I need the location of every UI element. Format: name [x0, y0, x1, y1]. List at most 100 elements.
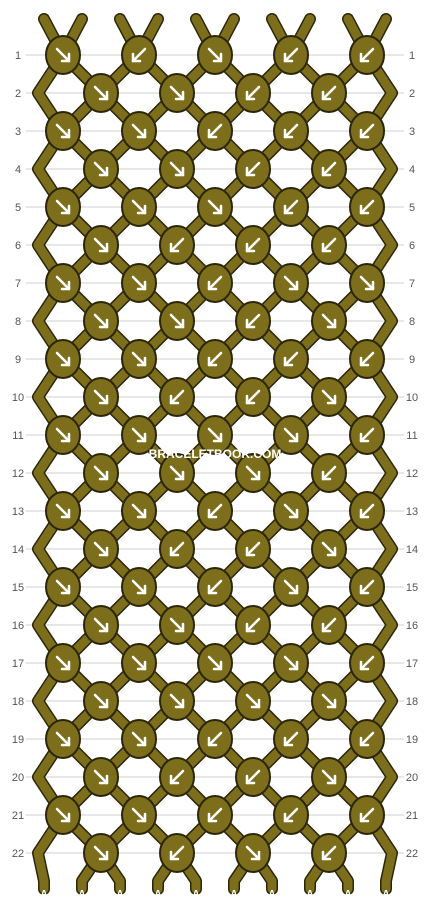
row-number-right: 14 — [406, 544, 418, 556]
row-number-left: 18 — [12, 696, 24, 708]
arrow-sw-icon — [207, 807, 223, 823]
arrow-se-icon — [283, 427, 299, 443]
arrow-se-icon — [169, 617, 185, 633]
arrow-se-icon — [131, 275, 147, 291]
arrow-se-icon — [207, 655, 223, 671]
arrow-se-icon — [207, 199, 223, 215]
arrow-se-icon — [207, 427, 223, 443]
row-number-left: 5 — [15, 202, 21, 214]
row-number-left: 19 — [12, 734, 24, 746]
arrow-se-icon — [283, 655, 299, 671]
arrow-sw-icon — [169, 237, 185, 253]
string-letter-top: A — [40, 5, 47, 16]
arrow-se-icon — [169, 85, 185, 101]
arrow-sw-icon — [359, 351, 375, 367]
arrow-sw-icon — [245, 313, 261, 329]
arrow-sw-icon — [169, 845, 185, 861]
string-letter-bottom: A — [116, 889, 123, 900]
arrow-se-icon — [321, 541, 337, 557]
row-number-right: 17 — [406, 658, 418, 670]
row-number-left: 9 — [15, 354, 21, 366]
arrow-se-icon — [131, 123, 147, 139]
string-letter-bottom: A — [40, 889, 47, 900]
arrow-se-icon — [283, 275, 299, 291]
row-number-left: 13 — [12, 506, 24, 518]
arrow-sw-icon — [169, 769, 185, 785]
arrow-sw-icon — [245, 617, 261, 633]
arrow-se-icon — [321, 693, 337, 709]
arrow-se-icon — [131, 199, 147, 215]
arrow-se-icon — [93, 465, 109, 481]
arrow-se-icon — [93, 389, 109, 405]
string-letter-top: A — [192, 5, 199, 16]
arrow-sw-icon — [283, 807, 299, 823]
row-number-left: 21 — [12, 810, 24, 822]
string-letter-top: A — [116, 5, 123, 16]
arrow-se-icon — [93, 845, 109, 861]
string-letter-bottom: A — [306, 889, 313, 900]
arrow-se-icon — [207, 47, 223, 63]
string-letter-top: A — [154, 5, 161, 16]
row-number-right: 5 — [409, 202, 415, 214]
arrow-sw-icon — [283, 47, 299, 63]
arrow-se-icon — [169, 313, 185, 329]
arrow-sw-icon — [283, 199, 299, 215]
row-number-left: 3 — [15, 126, 21, 138]
watermark: BRACELETBOOK.COM — [149, 447, 282, 461]
arrow-sw-icon — [169, 541, 185, 557]
arrow-se-icon — [131, 503, 147, 519]
row-number-left: 14 — [12, 544, 24, 556]
arrow-se-icon — [169, 161, 185, 177]
arrow-se-icon — [55, 351, 71, 367]
row-number-right: 9 — [409, 354, 415, 366]
arrow-sw-icon — [207, 123, 223, 139]
string-letter-top: A — [230, 5, 237, 16]
arrow-se-icon — [93, 313, 109, 329]
row-number-left: 2 — [15, 88, 21, 100]
arrow-sw-icon — [283, 123, 299, 139]
arrow-se-icon — [55, 731, 71, 747]
row-number-left: 15 — [12, 582, 24, 594]
arrow-sw-icon — [283, 351, 299, 367]
row-number-left: 8 — [15, 316, 21, 328]
arrow-se-icon — [55, 427, 71, 443]
arrow-sw-icon — [359, 655, 375, 671]
arrow-se-icon — [169, 465, 185, 481]
arrow-sw-icon — [131, 47, 147, 63]
arrow-se-icon — [93, 85, 109, 101]
arrow-se-icon — [93, 161, 109, 177]
row-number-right: 4 — [409, 164, 415, 176]
string-letter-bottom: A — [78, 889, 85, 900]
row-number-left: 17 — [12, 658, 24, 670]
arrow-se-icon — [321, 389, 337, 405]
arrow-se-icon — [55, 275, 71, 291]
arrow-sw-icon — [245, 541, 261, 557]
string-letter-bottom: A — [154, 889, 161, 900]
arrow-se-icon — [359, 275, 375, 291]
row-number-left: 10 — [12, 392, 24, 404]
arrow-se-icon — [283, 579, 299, 595]
arrow-sw-icon — [207, 503, 223, 519]
arrow-se-icon — [131, 427, 147, 443]
arrow-sw-icon — [169, 389, 185, 405]
arrow-sw-icon — [245, 769, 261, 785]
row-number-right: 3 — [409, 126, 415, 138]
string-letter-bottom: A — [192, 889, 199, 900]
arrow-se-icon — [283, 503, 299, 519]
row-number-right: 6 — [409, 240, 415, 252]
string-letter-top: A — [382, 5, 389, 16]
arrow-sw-icon — [245, 85, 261, 101]
row-number-left: 16 — [12, 620, 24, 632]
row-number-right: 2 — [409, 88, 415, 100]
arrow-se-icon — [131, 807, 147, 823]
row-number-right: 15 — [406, 582, 418, 594]
arrow-se-icon — [93, 617, 109, 633]
arrow-sw-icon — [321, 161, 337, 177]
arrow-sw-icon — [321, 845, 337, 861]
string-letter-bottom: A — [230, 889, 237, 900]
row-number-left: 20 — [12, 772, 24, 784]
row-number-right: 12 — [406, 468, 418, 480]
row-number-left: 11 — [12, 430, 23, 442]
arrow-sw-icon — [359, 579, 375, 595]
